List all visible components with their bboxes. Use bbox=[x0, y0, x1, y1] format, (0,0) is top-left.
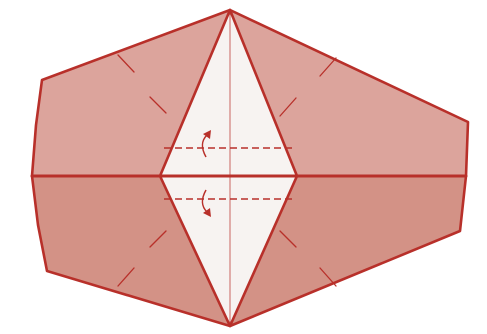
origami-fold-illustration bbox=[0, 0, 487, 334]
origami-diagram bbox=[0, 0, 487, 334]
